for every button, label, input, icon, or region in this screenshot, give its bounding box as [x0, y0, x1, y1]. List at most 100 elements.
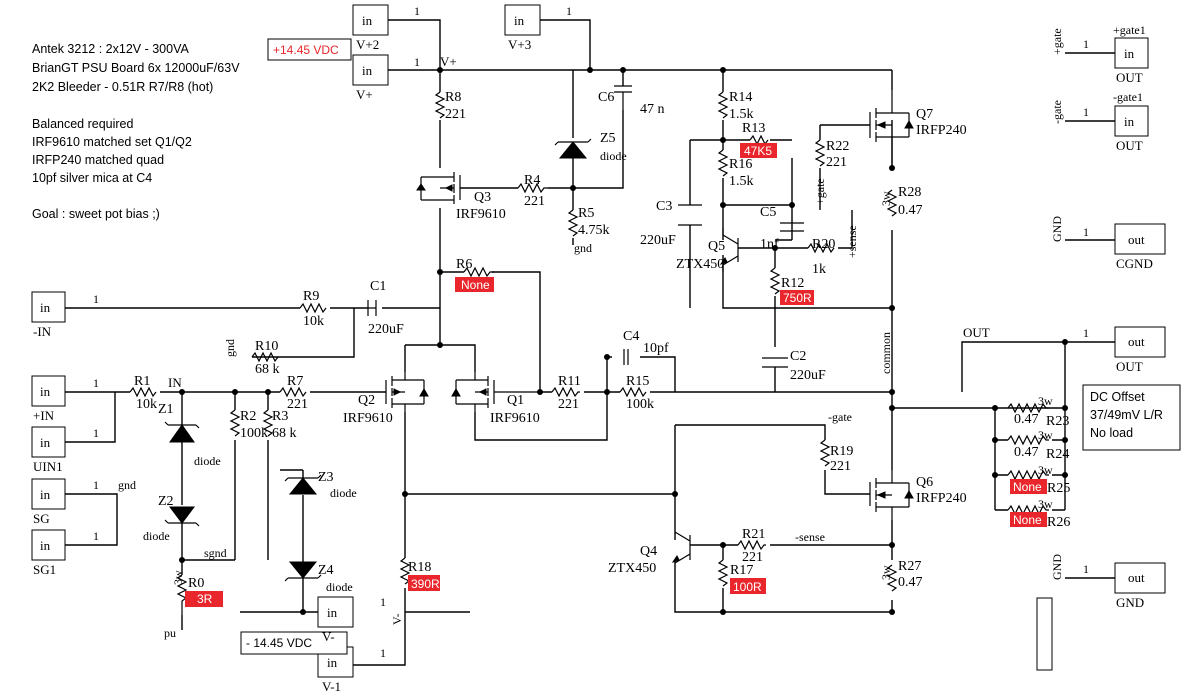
label-r10-value: 68 k	[255, 362, 280, 377]
label-r21-value: 221	[742, 550, 763, 565]
label-c1-ref: C1	[370, 279, 386, 294]
q3-symbol	[416, 172, 461, 204]
dc-offset-line: DC Offset	[1090, 390, 1145, 404]
port-label-out-port: OUT	[1116, 359, 1143, 374]
junction-dots	[179, 67, 1068, 615]
z1-symbol	[169, 424, 195, 443]
note-line: IRFP240 matched quad	[32, 153, 164, 167]
label-q1-ref: Q1	[507, 393, 524, 408]
r8-symbol	[434, 91, 446, 119]
r28-symbol	[886, 189, 898, 217]
label-r0-power: 3w	[171, 570, 185, 585]
label-r24-ref: R24	[1046, 447, 1069, 462]
r5-symbol	[567, 209, 579, 237]
label-r27-ref: R27	[898, 559, 921, 574]
label-z5-ref: Z5	[600, 131, 616, 146]
label-r2-value: 100k	[240, 426, 268, 441]
port-v3-box	[504, 4, 541, 36]
pin-number: 1	[1083, 326, 1089, 340]
pin-number: 1	[1083, 562, 1089, 576]
port-v2-box	[352, 4, 389, 36]
port-label-gate1-pos: +gate1	[1113, 23, 1146, 37]
port-label-cgnd: CGND	[1116, 256, 1153, 271]
label-r0-value: 3R	[197, 592, 213, 606]
label-c4-value: 10pf	[643, 341, 669, 356]
net-vplus: V+	[440, 54, 457, 69]
r18-symbol	[399, 557, 411, 585]
port-vminus-box	[317, 596, 354, 628]
label-z3-value: diode	[330, 486, 357, 500]
port-neg-in-box	[31, 291, 66, 323]
port-label-sg1: SG1	[33, 562, 56, 577]
label-r16-ref: R16	[729, 157, 752, 172]
r10-symbol	[251, 351, 279, 363]
voltage-texts: +14.45 VDC - 14.45 VDC DC Offset 37/49mV…	[246, 43, 1163, 650]
r15-symbol	[619, 386, 647, 398]
r20-symbol	[807, 242, 835, 254]
label-r3-ref: R3	[272, 409, 288, 424]
r14-symbol	[717, 91, 729, 119]
label-c5-value: 1nf	[760, 237, 779, 252]
label-z4-value: diode	[326, 580, 353, 594]
label-r23-value: 0.47	[1014, 412, 1039, 427]
label-z2-value: diode	[143, 529, 170, 543]
port-label-gate-neg: -gate	[1050, 100, 1064, 124]
port-in-text: in	[40, 435, 51, 450]
r3-symbol	[262, 409, 274, 437]
label-r18-value: 390R	[411, 577, 440, 591]
label-r27-value: 0.47	[898, 575, 923, 590]
label-r2-ref: R2	[240, 409, 256, 424]
label-q2-value: IRF9610	[343, 411, 393, 426]
label-z5-value: diode	[600, 149, 627, 163]
dc-offset-box	[1082, 384, 1181, 451]
label-z4-ref: Z4	[318, 563, 334, 578]
label-r13-ref: R13	[742, 121, 765, 136]
label-c2-value: 220uF	[790, 368, 826, 383]
label-r20-value: 1k	[812, 262, 826, 277]
z4-symbol	[288, 561, 318, 579]
port-cgnd-box	[1114, 223, 1166, 255]
c6-symbol	[614, 85, 632, 110]
capacitor-symbols	[367, 85, 804, 368]
note-line: IRF9610 matched set Q1/Q2	[32, 135, 192, 149]
net-labels: V+ IN gnd gnd sgnd OUT common +gate +sen…	[118, 54, 990, 640]
note-line: Antek 3212 : 2x12V - 300VA	[32, 42, 189, 56]
label-r28-power: 3w	[879, 191, 893, 206]
r13-symbol	[749, 134, 769, 146]
net-in: IN	[168, 375, 182, 390]
label-r4-ref: R4	[524, 173, 540, 188]
port-in-text: in	[362, 63, 373, 78]
c1-symbol	[367, 300, 377, 316]
port-label-gate1-neg: -gate1	[1113, 90, 1143, 104]
port-texts: in in in in in in in in in in in in out …	[33, 4, 1153, 694]
pin-number: 1	[93, 292, 99, 306]
net-gnd: gnd	[118, 478, 136, 492]
dc-offset-line: 37/49mV L/R	[1090, 408, 1163, 422]
voltage-box-pos	[267, 38, 352, 61]
label-r28-value: 0.47	[898, 203, 923, 218]
label-r25-value: None	[1013, 480, 1042, 494]
note-line: Goal : sweet pot bias ;)	[32, 207, 160, 221]
r24-symbol	[1007, 434, 1049, 446]
net-vminus: V-	[390, 613, 404, 625]
voltage-box-neg	[240, 631, 348, 655]
port-label-gate-pos: +gate	[1050, 28, 1064, 55]
port-out-box	[1114, 326, 1166, 358]
pin-number: 1	[93, 426, 99, 440]
label-r10-ref: R10	[255, 339, 278, 354]
port-out-text: out	[1128, 334, 1145, 349]
r2-symbol	[229, 409, 241, 437]
port-sg1-box	[31, 529, 66, 561]
label-r12-ref: R12	[781, 276, 804, 291]
port-label-vminus1: V-1	[322, 679, 341, 694]
label-r7-value: 221	[287, 397, 308, 412]
r23-symbol	[1007, 402, 1049, 414]
r4-symbol	[517, 182, 548, 194]
component-labels: R8 221 C6 C6 47 n Z5 diode Q3 IRF9610 R4…	[134, 90, 1070, 606]
port-label-vplus: V+	[356, 87, 373, 102]
label-r12-value: 750R	[783, 291, 812, 305]
label-r1-ref: R1	[134, 374, 150, 389]
port-in-text: in	[40, 300, 51, 315]
label-z1-ref: Z1	[158, 402, 174, 417]
r11-symbol	[551, 386, 580, 398]
